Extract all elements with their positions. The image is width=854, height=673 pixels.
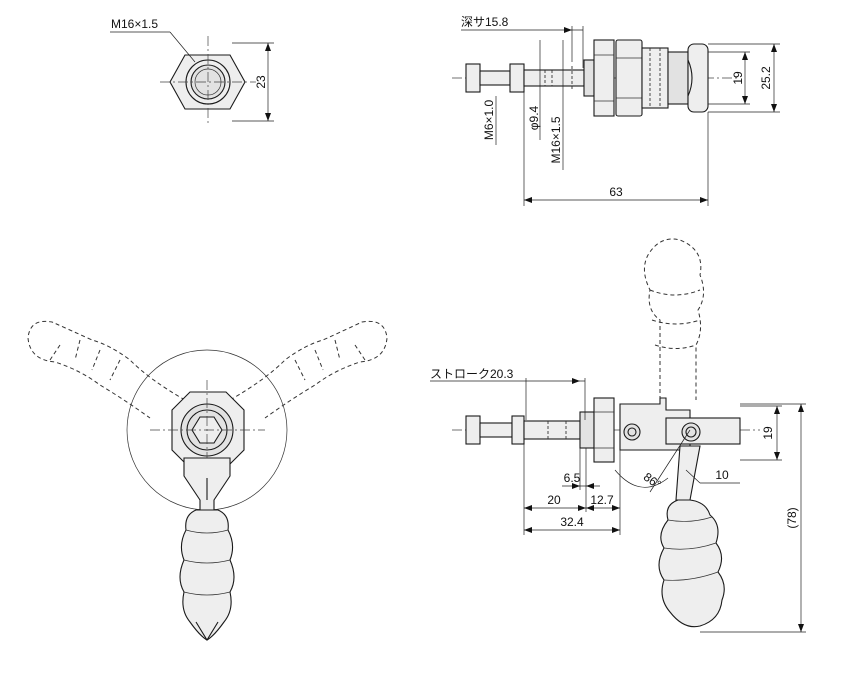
stroke-label: ストローク20.3: [430, 367, 514, 381]
width-25-2-label: 25.2: [759, 66, 773, 90]
width-19-label: 19: [731, 71, 745, 85]
shaft-diameter-label: φ9.4: [527, 105, 541, 130]
depth-label: 深サ15.8: [461, 15, 509, 29]
front-view: [27, 320, 388, 642]
dim-6-5-label: 6.5: [564, 471, 581, 485]
height-78-label: (78): [785, 507, 799, 528]
dim-20-label: 20: [547, 493, 561, 507]
dim-12-7-label: 12.7: [590, 493, 614, 507]
overall-63-label: 63: [609, 185, 623, 199]
mount-thread-label: M16×1.5: [549, 116, 563, 163]
nut-thread-label: M16×1.5: [111, 17, 158, 31]
side-view-bottom: [430, 238, 806, 633]
dim-10-label: 10: [715, 468, 729, 482]
height-19-label: 19: [761, 426, 775, 440]
angle-86-label: 86°: [641, 470, 664, 492]
side-view-top: [452, 26, 780, 206]
hex-nut-view: [110, 31, 274, 125]
dim-32-4-label: 32.4: [560, 515, 584, 529]
nut-across-flats-label: 23: [254, 75, 268, 89]
screw-thread-label: M6×1.0: [482, 99, 496, 140]
